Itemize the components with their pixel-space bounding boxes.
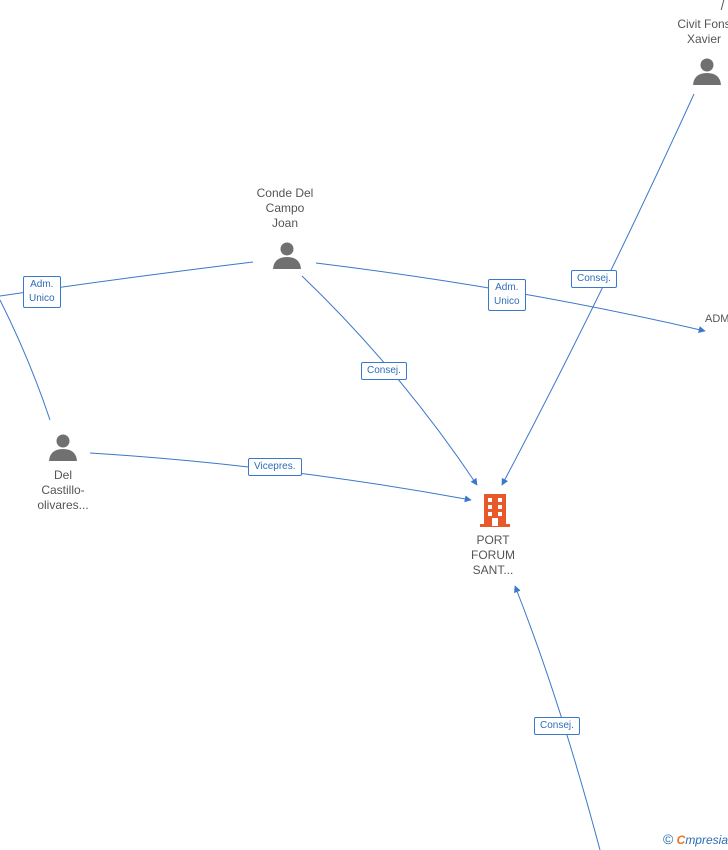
edge-conde-to-port-forum[interactable] <box>301 275 478 486</box>
empresia-watermark: © Cmpresia <box>663 831 728 847</box>
person-icon[interactable] <box>692 56 722 86</box>
edge-label-consej-civit[interactable]: Consej. <box>571 270 617 288</box>
edge-civit-to-port-forum[interactable] <box>501 93 695 486</box>
person-icon[interactable] <box>272 240 302 270</box>
edge-label-vicepres[interactable]: Vicepres. <box>248 458 302 476</box>
edge-label-consej-bottom[interactable]: Consej. <box>534 717 580 735</box>
person-icon[interactable] <box>48 432 78 462</box>
node-label-adm[interactable]: ADM <box>705 313 728 325</box>
node-label-del-castillo[interactable]: Del Castillo- olivares... <box>37 468 89 512</box>
brand-initial: C <box>676 833 686 847</box>
edge-left-to-del-castillo[interactable] <box>0 299 51 421</box>
building-icon[interactable] <box>478 492 512 528</box>
edge-label-consej-conde[interactable]: Consej. <box>361 362 407 380</box>
edge-label-adm-unico-right[interactable]: Adm. Unico <box>488 279 526 311</box>
edge-bottom-to-port-forum[interactable] <box>514 585 601 850</box>
brand-name: mpresia <box>685 833 728 847</box>
node-label-port-forum[interactable]: PORT FORUM SANT... <box>471 533 515 577</box>
node-label-civit[interactable]: Civit Fons Xavier <box>677 17 728 46</box>
node-label-conde[interactable]: Conde Del Campo Joan <box>256 186 314 230</box>
edge-label-adm-unico-left[interactable]: Adm. Unico <box>23 276 61 308</box>
copyright-symbol: © <box>662 831 674 847</box>
